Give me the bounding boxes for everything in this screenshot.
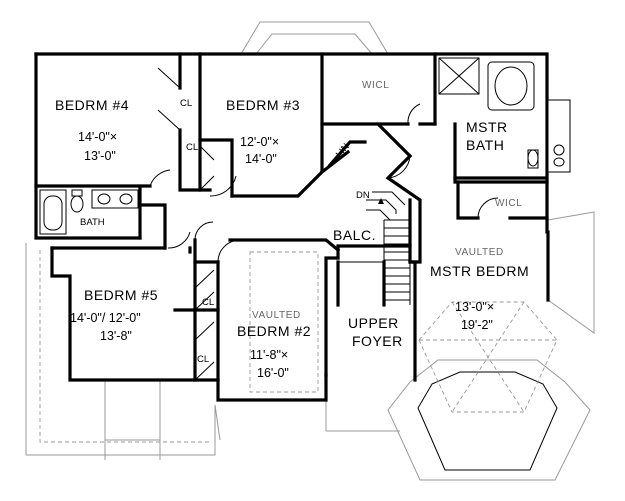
room-dim-bedroom4-1: 14'-0"× bbox=[78, 130, 117, 144]
room-label-master-bath-2: BATH bbox=[466, 137, 504, 153]
bath-fixtures bbox=[39, 189, 139, 235]
master-bay bbox=[387, 301, 591, 481]
room-label-wicl-master: WICL bbox=[495, 198, 522, 209]
vaulted-outline-bedroom2 bbox=[249, 251, 319, 393]
room-label-wicl-top: WICL bbox=[362, 80, 389, 91]
room-label-master: MSTR BEDRM bbox=[430, 263, 529, 279]
staircase bbox=[366, 191, 411, 305]
room-dim-master-1: 13'-0"× bbox=[455, 300, 494, 314]
room-dim-bedroom3-2: 14'-0" bbox=[245, 152, 277, 166]
closet-label-bed3: CL bbox=[186, 142, 198, 153]
room-dim-bedroom5-2: 13'-8" bbox=[100, 329, 132, 343]
room-wicl-top: WICL bbox=[362, 80, 389, 91]
room-dim-bedroom4-2: 13'-0" bbox=[84, 149, 116, 163]
room-balcony: BALC. bbox=[333, 227, 376, 243]
room-bedroom2: VAULTED BEDRM #2 11'-8"× 16'-0" CL bbox=[202, 297, 311, 380]
interior-walls bbox=[34, 52, 549, 382]
room-dim-bedroom5-1: 14'-0"/ 12'-0" bbox=[70, 311, 141, 325]
room-label-bedroom4: BEDRM #4 bbox=[55, 97, 129, 113]
room-dim-bedroom2-1: 11'-8"× bbox=[250, 348, 288, 362]
room-dim-bedroom3-1: 12'-0"× bbox=[240, 135, 279, 149]
room-label-balcony: BALC. bbox=[333, 227, 376, 243]
room-label-master-bath-1: MSTR bbox=[466, 119, 508, 135]
room-label-bedroom3: BEDRM #3 bbox=[226, 97, 300, 113]
master-bath-fixtures bbox=[438, 57, 571, 173]
room-dim-bedroom2-2: 16'-0" bbox=[257, 366, 289, 380]
room-note-master: VAULTED bbox=[455, 247, 504, 258]
room-label-bath: BATH bbox=[80, 217, 105, 228]
room-bedroom4: BEDRM #4 14'-0"× 13'-0" CL bbox=[55, 97, 192, 163]
room-label-upper-foyer-2: FOYER bbox=[352, 333, 403, 349]
closet-label-bed5: CL bbox=[197, 354, 209, 365]
stairs-label: DN bbox=[356, 190, 370, 201]
closet-label-bed2: CL bbox=[202, 297, 214, 308]
room-dim-master-2: 19'-2" bbox=[461, 318, 493, 332]
room-upper-foyer: UPPER FOYER bbox=[348, 315, 403, 349]
stairs-direction: DN bbox=[356, 190, 370, 201]
doors bbox=[149, 67, 499, 381]
room-bath: BATH bbox=[80, 217, 105, 228]
exterior-walls bbox=[34, 52, 550, 402]
room-master-bath: MSTR BATH bbox=[466, 119, 508, 153]
room-wicl-master: WICL bbox=[495, 198, 522, 209]
room-master: VAULTED MSTR BEDRM 13'-0"× 19'-2" bbox=[430, 247, 529, 332]
roof-outline bbox=[25, 21, 595, 460]
room-note-bedroom2: VAULTED bbox=[252, 310, 301, 321]
room-label-upper-foyer-1: UPPER bbox=[348, 315, 399, 331]
room-label-bedroom2: BEDRM #2 bbox=[237, 323, 311, 339]
room-bedroom5: BEDRM #5 14'-0"/ 12'-0" 13'-8" CL bbox=[70, 287, 209, 365]
closet-label-bed4: CL bbox=[180, 98, 192, 109]
room-bedroom3: BEDRM #3 12'-0"× 14'-0" CL bbox=[186, 97, 300, 166]
room-label-bedroom5: BEDRM #5 bbox=[84, 287, 158, 303]
